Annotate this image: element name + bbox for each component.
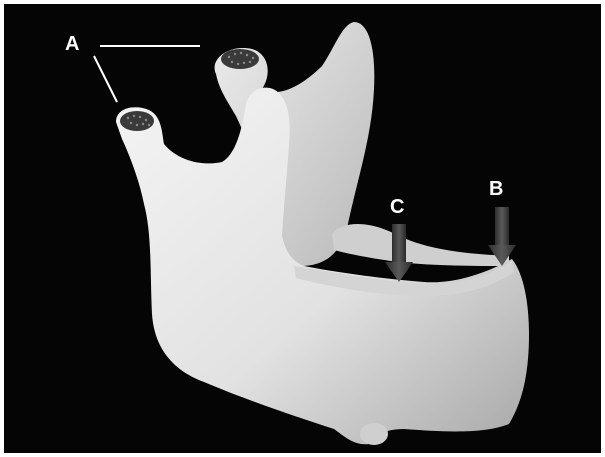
label-c: C [390,197,404,217]
label-a: A [65,34,79,54]
figure-canvas: A B C [4,4,601,453]
near-condyle-surface [120,111,154,131]
label-a-leader-diag [94,56,117,102]
label-b: B [489,179,503,199]
mental-tubercle [360,423,388,445]
far-alveolar-ridge [332,224,509,266]
mandible-illustration [4,4,601,453]
